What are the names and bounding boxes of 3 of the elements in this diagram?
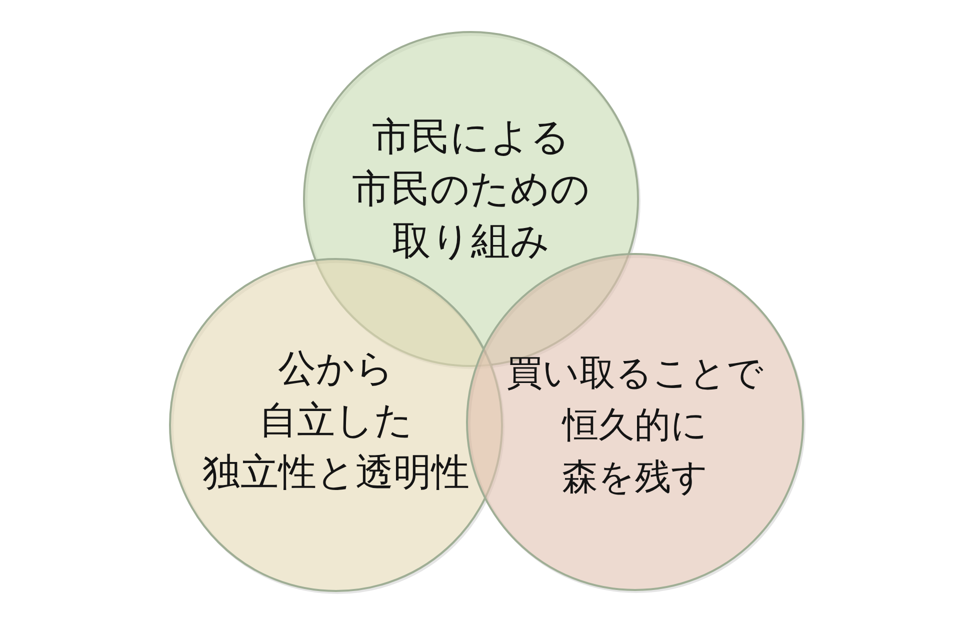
circle-label: 買い取ることで恒久的に森を残す [506, 352, 764, 500]
circle-label: 公から自立した独立性と透明性 [202, 345, 470, 496]
circle-label: 市民による市民のための取り組み [351, 114, 591, 266]
